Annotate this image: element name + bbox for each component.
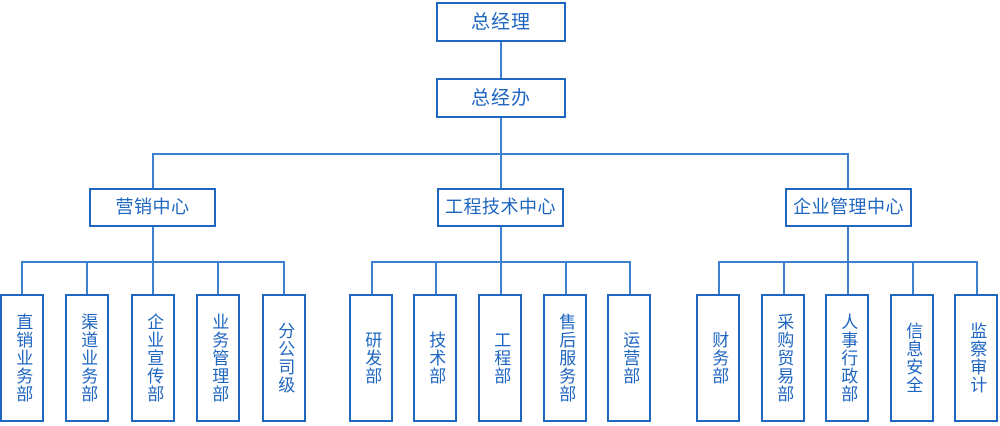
connector-group1-drop-5	[283, 261, 285, 294]
connector-gm-to-gmo	[500, 42, 502, 78]
connector-group2-drop-5	[629, 261, 631, 294]
connector-center2-stem	[500, 227, 502, 262]
node-general-manager[interactable]: 总经理	[436, 2, 566, 42]
node-label: 人事行政部	[837, 313, 858, 403]
node-general-manager-office[interactable]: 总经办	[436, 78, 566, 118]
node-label: 财务部	[708, 331, 729, 385]
node-technology-department[interactable]: 技术部	[413, 294, 457, 422]
connector-group1-drop-2	[86, 261, 88, 294]
node-corporate-publicity-department[interactable]: 企业宣传部	[131, 294, 175, 422]
connector-gmo-stem	[500, 118, 502, 155]
node-label: 企业宣传部	[143, 313, 164, 403]
node-marketing-center[interactable]: 营销中心	[89, 188, 216, 227]
node-label: 技术部	[425, 331, 446, 385]
node-enterprise-management-center[interactable]: 企业管理中心	[785, 188, 912, 227]
node-research-development-department[interactable]: 研发部	[349, 294, 393, 422]
node-finance-department[interactable]: 财务部	[696, 294, 740, 422]
connector-group1-drop-3	[152, 261, 154, 294]
node-information-security[interactable]: 信息安全	[890, 294, 934, 422]
node-label: 工程技术中心	[445, 196, 556, 218]
node-label: 采购贸易部	[773, 313, 794, 403]
connector-group3-drop-3	[847, 261, 849, 294]
connector-bus-to-center-2	[500, 153, 502, 188]
connector-center3-stem	[847, 227, 849, 262]
node-label: 渠道业务部	[77, 313, 98, 403]
connector-group1-drop-4	[217, 261, 219, 294]
node-human-resources-administration-department[interactable]: 人事行政部	[825, 294, 869, 422]
node-direct-sales-department[interactable]: 直销业务部	[0, 294, 44, 422]
connector-group1-drop-1	[21, 261, 23, 294]
node-supervision-audit[interactable]: 监察审计	[954, 294, 998, 422]
connector-group3-drop-2	[783, 261, 785, 294]
node-engineering-technology-center[interactable]: 工程技术中心	[437, 188, 564, 227]
node-procurement-trade-department[interactable]: 采购贸易部	[761, 294, 805, 422]
connector-bus-to-center-3	[847, 153, 849, 188]
node-business-management-department[interactable]: 业务管理部	[196, 294, 240, 422]
connector-group2-drop-4	[565, 261, 567, 294]
connector-bus-to-center-1	[152, 153, 154, 188]
node-label: 工程部	[490, 331, 511, 385]
connector-group3-drop-1	[718, 261, 720, 294]
connector-group3-drop-4	[912, 261, 914, 294]
node-branch-company-level[interactable]: 分公司级	[262, 294, 306, 422]
node-label: 售后服务部	[555, 313, 576, 403]
node-after-sales-service-department[interactable]: 售后服务部	[543, 294, 587, 422]
node-operations-department[interactable]: 运营部	[607, 294, 651, 422]
node-label: 总经理	[470, 10, 531, 33]
node-channel-sales-department[interactable]: 渠道业务部	[65, 294, 109, 422]
node-engineering-department[interactable]: 工程部	[478, 294, 522, 422]
node-label: 研发部	[361, 331, 382, 385]
node-label: 企业管理中心	[793, 196, 904, 218]
connector-group2-drop-3	[500, 261, 502, 294]
node-label: 业务管理部	[208, 313, 229, 403]
node-label: 总经办	[470, 86, 531, 109]
node-label: 信息安全	[902, 322, 923, 394]
node-label: 分公司级	[274, 322, 295, 394]
node-label: 运营部	[619, 331, 640, 385]
connector-group3-drop-5	[976, 261, 978, 294]
node-label: 营销中心	[115, 196, 190, 218]
connector-group2-drop-1	[371, 261, 373, 294]
node-label: 直销业务部	[12, 313, 33, 403]
node-label: 监察审计	[966, 322, 987, 394]
connector-group2-drop-2	[435, 261, 437, 294]
connector-center1-stem	[152, 227, 154, 262]
